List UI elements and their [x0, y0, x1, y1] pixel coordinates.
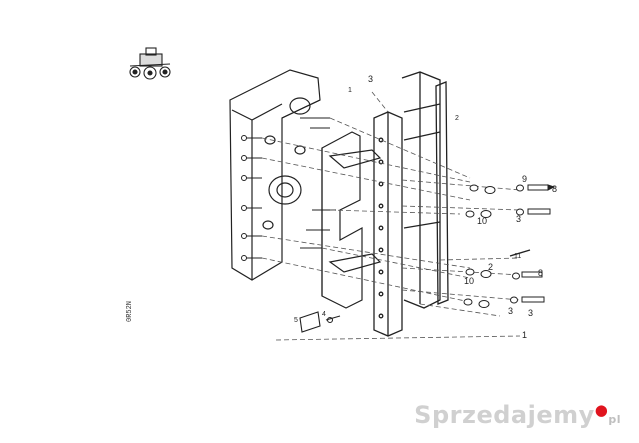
callout-9: 9 [522, 174, 527, 184]
watermark-dot-icon: ● [594, 401, 609, 419]
base-plate-bolts [241, 117, 336, 261]
drawing-reference-code: 0R52N [126, 300, 134, 322]
watermark-tld: pl [608, 413, 621, 426]
rear-rail [401, 71, 449, 309]
hardware-stack-upper [465, 184, 556, 218]
vertical-mast [373, 111, 403, 337]
callout-11: 11 [514, 253, 521, 260]
callout-5: 5 [294, 317, 298, 324]
tractor-icon [129, 47, 171, 80]
bottom-clamp [299, 311, 341, 333]
callout-2-top-right: 2 [455, 115, 459, 122]
callout-3-top: 3 [368, 74, 373, 84]
callout-1-bottom: 1 [522, 330, 527, 340]
callout-3-mid: 3 [516, 214, 521, 224]
callout-3-low-b: 3 [528, 308, 533, 318]
bracket-frame [321, 131, 382, 309]
watermark: Sprzedajemy●pl [414, 401, 621, 429]
callout-4: 4 [322, 311, 326, 318]
watermark-brand: Sprzedajemy [414, 401, 595, 429]
callout-10-upper: 10 [477, 216, 487, 226]
hardware-stack-lower [463, 249, 545, 308]
callout-3-low-a: 3 [508, 306, 513, 316]
callout-2-mid: 2 [488, 262, 493, 272]
callout-8-mid: 8 [538, 268, 543, 278]
callout-10-lower: 10 [464, 276, 474, 286]
base-plate [229, 69, 321, 281]
callout-labels: 3 1 2 9 8 10 3 11 2 8 10 3 3 5 4 1 [294, 74, 557, 340]
callout-1-top: 1 [348, 87, 352, 94]
leader-lines [261, 91, 521, 341]
callout-8-top: 8 [552, 184, 557, 194]
